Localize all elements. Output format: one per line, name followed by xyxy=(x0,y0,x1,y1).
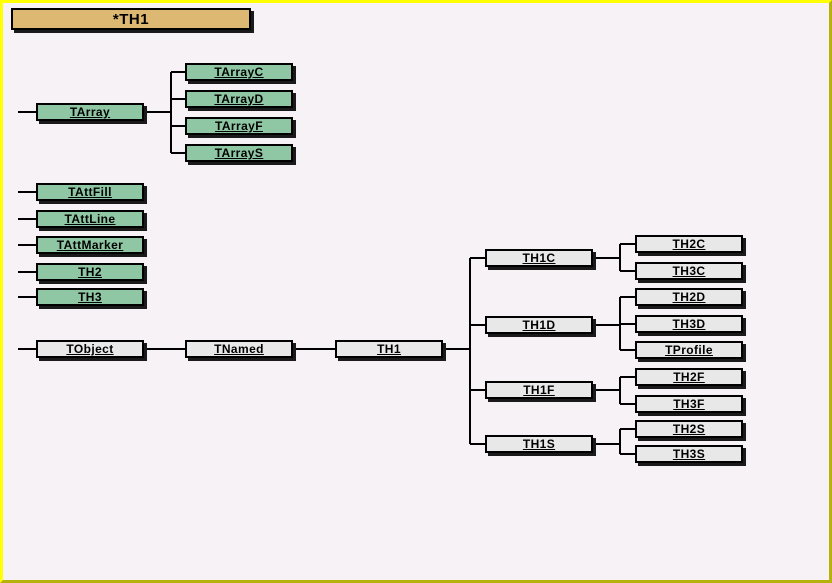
node-label: TH2 xyxy=(78,265,102,279)
node-label: TH2D xyxy=(672,290,706,304)
node-TAttFill[interactable]: TAttFill xyxy=(36,183,144,201)
node-TArrayF[interactable]: TArrayF xyxy=(185,117,293,135)
node-TH3D[interactable]: TH3D xyxy=(635,315,743,333)
node-label: TH3 xyxy=(78,290,102,304)
node-TH1D[interactable]: TH1D xyxy=(485,316,593,334)
node-TNamed[interactable]: TNamed xyxy=(185,340,293,358)
node-TH3S[interactable]: TH3S xyxy=(635,445,743,463)
node-label: TH1S xyxy=(522,437,556,451)
node-label: TAttMarker xyxy=(56,238,124,252)
node-TH1[interactable]: TH1 xyxy=(335,340,443,358)
node-TH2[interactable]: TH2 xyxy=(36,263,144,281)
node-TObject[interactable]: TObject xyxy=(36,340,144,358)
node-label: TH1F xyxy=(523,383,555,397)
node-TH2C[interactable]: TH2C xyxy=(635,235,743,253)
node-TArrayC[interactable]: TArrayC xyxy=(185,63,293,81)
node-TH2F[interactable]: TH2F xyxy=(635,368,743,386)
node-label: TArrayS xyxy=(214,146,264,160)
node-label: TH2F xyxy=(673,370,705,384)
node-TH1S[interactable]: TH1S xyxy=(485,435,593,453)
node-label: TObject xyxy=(66,342,114,356)
node-TAttLine[interactable]: TAttLine xyxy=(36,210,144,228)
node-label: TAttLine xyxy=(64,212,116,226)
node-TH1F[interactable]: TH1F xyxy=(485,381,593,399)
node-TH2S[interactable]: TH2S xyxy=(635,420,743,438)
node-label: TArray xyxy=(69,105,111,119)
node-TH3F[interactable]: TH3F xyxy=(635,395,743,413)
connector-lines xyxy=(18,71,635,455)
node-label: TArrayC xyxy=(214,65,264,79)
class-inheritance-diagram: TArray TArrayC TArrayD TArrayF TArrayS TAttFi… xyxy=(3,3,829,580)
node-label: TH1D xyxy=(522,318,556,332)
node-TArrayD[interactable]: TArrayD xyxy=(185,90,293,108)
node-TH2D[interactable]: TH2D xyxy=(635,288,743,306)
node-TH3[interactable]: TH3 xyxy=(36,288,144,306)
node-TAttMarker[interactable]: TAttMarker xyxy=(36,236,144,254)
node-label: TH3S xyxy=(672,447,706,461)
node-label: TH3D xyxy=(672,317,706,331)
node-label: TNamed xyxy=(214,342,264,356)
node-TH3C[interactable]: TH3C xyxy=(635,262,743,280)
node-label: TH1 xyxy=(377,342,401,356)
node-label: TH1C xyxy=(522,251,556,265)
node-label: TArrayD xyxy=(214,92,264,106)
node-label: TH2C xyxy=(672,237,706,251)
diagram-title-label: *TH1 xyxy=(112,10,150,28)
node-label: TAttFill xyxy=(68,185,112,199)
node-label: TArrayF xyxy=(215,119,263,133)
node-label: TH3C xyxy=(672,264,706,278)
node-TH1C[interactable]: TH1C xyxy=(485,249,593,267)
node-label: TH2S xyxy=(672,422,706,436)
node-TArrayS[interactable]: TArrayS xyxy=(185,144,293,162)
node-label: TH3F xyxy=(673,397,705,411)
node-TProfile[interactable]: TProfile xyxy=(635,341,743,359)
node-label: TProfile xyxy=(665,343,713,357)
node-TArray[interactable]: TArray xyxy=(36,103,144,121)
diagram-title: *TH1 xyxy=(11,8,251,30)
